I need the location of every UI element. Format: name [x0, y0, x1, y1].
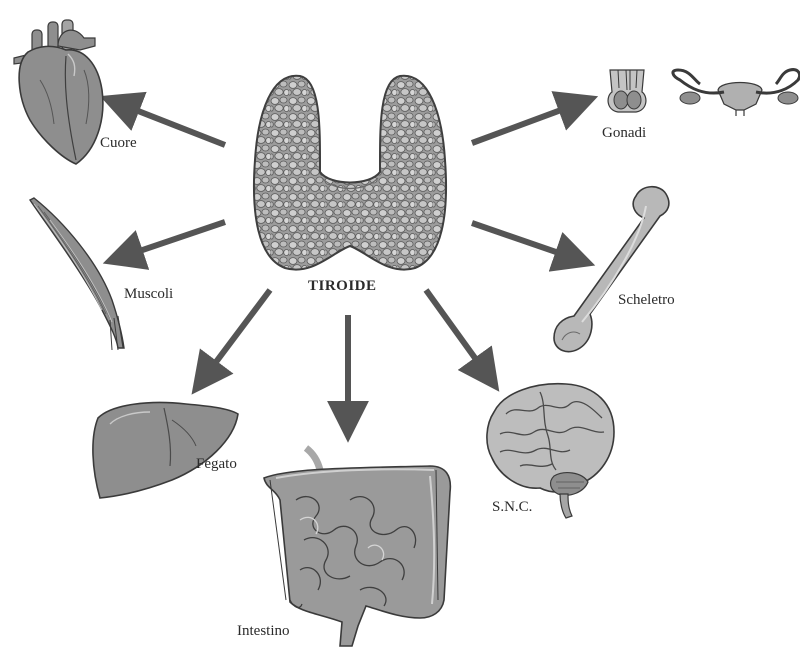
intestine-label: Intestino — [237, 624, 290, 639]
thyroid-illustration — [254, 76, 446, 270]
muscle-label: Muscoli — [124, 287, 173, 302]
muscle-illustration — [30, 198, 124, 350]
liver-label: Fegato — [196, 457, 237, 472]
arrow-to-bone — [472, 223, 585, 262]
bone-label: Scheletro — [618, 293, 675, 308]
bone-illustration — [554, 187, 669, 352]
heart-illustration — [14, 20, 103, 164]
gonads-label: Gonadi — [602, 126, 646, 141]
testes-illustration — [608, 70, 646, 112]
intestine-illustration — [264, 448, 450, 646]
arrow-to-brain — [426, 290, 493, 383]
arrow-to-gonads — [472, 100, 588, 143]
arrow-to-muscle — [113, 222, 225, 260]
thyroid-label: TIROIDE — [308, 279, 377, 294]
arrow-to-liver — [198, 290, 270, 386]
heart-label: Cuore — [100, 136, 137, 151]
uterus-illustration — [673, 70, 800, 116]
brain-label: S.N.C. — [492, 500, 532, 515]
gonads-illustration — [608, 70, 800, 116]
arrows — [110, 100, 588, 432]
brain-illustration — [487, 384, 614, 518]
liver-illustration — [93, 403, 238, 498]
